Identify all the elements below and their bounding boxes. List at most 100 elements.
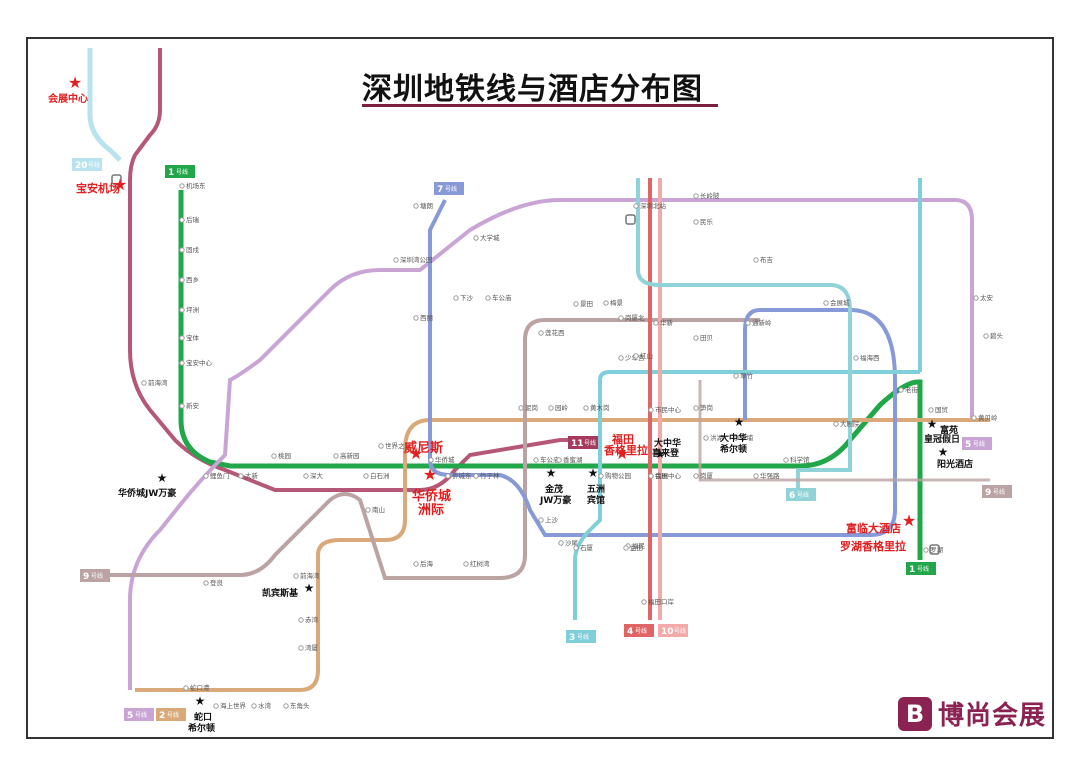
station-label: 车公庙 <box>540 455 560 464</box>
line-badge-number: 3 <box>569 633 575 643</box>
hotel-marker: ★华侨城JW万豪 <box>118 471 176 499</box>
station-dot <box>538 330 544 336</box>
station-dot <box>485 295 491 301</box>
station-label: 深圳湾公园 <box>400 255 433 264</box>
star-icon: ★ <box>734 415 745 429</box>
hotel-marker: ★五洲 <box>587 466 605 495</box>
hotel-marker: 希尔顿 <box>188 722 215 734</box>
station-dot <box>548 405 554 411</box>
station-dot <box>251 703 257 709</box>
station-label: 上沙 <box>545 515 559 524</box>
station-dot <box>733 435 739 441</box>
station-label: 华强路 <box>760 471 780 480</box>
station-dot <box>648 407 654 413</box>
station-dot <box>633 203 639 209</box>
station-dot <box>603 300 609 306</box>
line-6 <box>636 178 852 490</box>
line-badge-label: 号线 <box>135 711 147 719</box>
station-label: 福民 <box>632 541 645 550</box>
station-dot <box>473 473 479 479</box>
line-badge-number: 5 <box>127 711 133 721</box>
line-badge-number: 1 <box>909 565 915 575</box>
station-dot <box>693 405 699 411</box>
hotel-label: JW万豪 <box>539 494 571 506</box>
station-label: 高新园 <box>340 451 360 460</box>
line-9 <box>110 318 760 580</box>
station-label: 福田 <box>655 471 668 480</box>
station-label: 海上世界 <box>220 701 247 710</box>
station-label: 深大 <box>310 471 324 480</box>
line-badge-label: 号线 <box>577 633 589 641</box>
hotel-label: 宝安机场 <box>76 181 120 195</box>
station-label: 笋岗 <box>700 403 713 412</box>
station-label: 世界之窗 <box>385 441 411 450</box>
hotel-marker: 希尔顿 <box>720 443 747 455</box>
line-badge-label: 号线 <box>973 440 985 448</box>
station-dot <box>333 453 339 459</box>
airport-icon <box>111 174 122 185</box>
station-label: 塘朗 <box>420 201 433 210</box>
station-dot <box>141 380 147 386</box>
line-badge-number: 9 <box>985 488 991 498</box>
station-dot <box>203 473 209 479</box>
station-label: 白石洲 <box>370 471 390 480</box>
hotel-marker: ★金茂 <box>544 466 563 495</box>
station-dot <box>179 360 185 366</box>
station-dot <box>538 517 544 523</box>
station-dot <box>179 335 185 341</box>
station-dot <box>971 415 977 421</box>
station-label: 西丽 <box>420 314 434 322</box>
station-label: 东角头 <box>290 701 310 710</box>
hotel-marker: 洲际 <box>418 503 444 518</box>
hotel-label: 希尔顿 <box>188 722 215 734</box>
station-label: 泥岗 <box>525 404 538 412</box>
station-dot <box>271 453 277 459</box>
station-label: 石厦 <box>580 544 594 552</box>
station-dot <box>853 355 859 361</box>
hotel-label: 大中华 <box>720 432 747 444</box>
station-label: 侨城东 <box>452 471 472 480</box>
station-dot <box>533 457 539 463</box>
station-label: 购物公园 <box>605 471 631 480</box>
station-label: 科学馆 <box>790 455 810 464</box>
line-11 <box>128 48 600 492</box>
line-1 <box>178 190 923 560</box>
hotel-marker: ★富苑 <box>927 417 958 436</box>
station-dot <box>623 545 629 551</box>
star-icon: ★ <box>68 73 82 92</box>
station-label: 大剧院 <box>840 419 860 428</box>
station-label: 福海西 <box>860 353 880 362</box>
station-dot <box>518 405 524 411</box>
star-icon: ★ <box>655 447 666 461</box>
line-badge-number: 2 <box>159 711 165 721</box>
station-label: 深圳北站 <box>640 201 667 210</box>
station-dot <box>179 217 185 223</box>
station-label: 益田 <box>630 543 643 552</box>
hotel-label: 金茂 <box>544 483 563 495</box>
station-label: 国贸 <box>935 405 949 414</box>
station-dot <box>298 645 304 651</box>
station-label: 长岭陂 <box>700 191 720 200</box>
line-badge-label: 号线 <box>635 627 647 635</box>
hotel-marker: 喜来登 <box>652 447 680 459</box>
station-dot <box>556 457 562 463</box>
line-badge-label: 号线 <box>91 572 103 580</box>
line-9-east <box>698 380 990 482</box>
hotel-marker: 罗湖香格里拉 <box>840 539 906 553</box>
station-label: 新安 <box>186 401 200 410</box>
line-badge-number: 7 <box>437 185 443 195</box>
line-5 <box>128 198 974 690</box>
line-badge-number: 10 <box>661 627 674 637</box>
line-badge-label: 号线 <box>993 488 1005 496</box>
hotel-label: 香格里拉 <box>603 443 648 457</box>
